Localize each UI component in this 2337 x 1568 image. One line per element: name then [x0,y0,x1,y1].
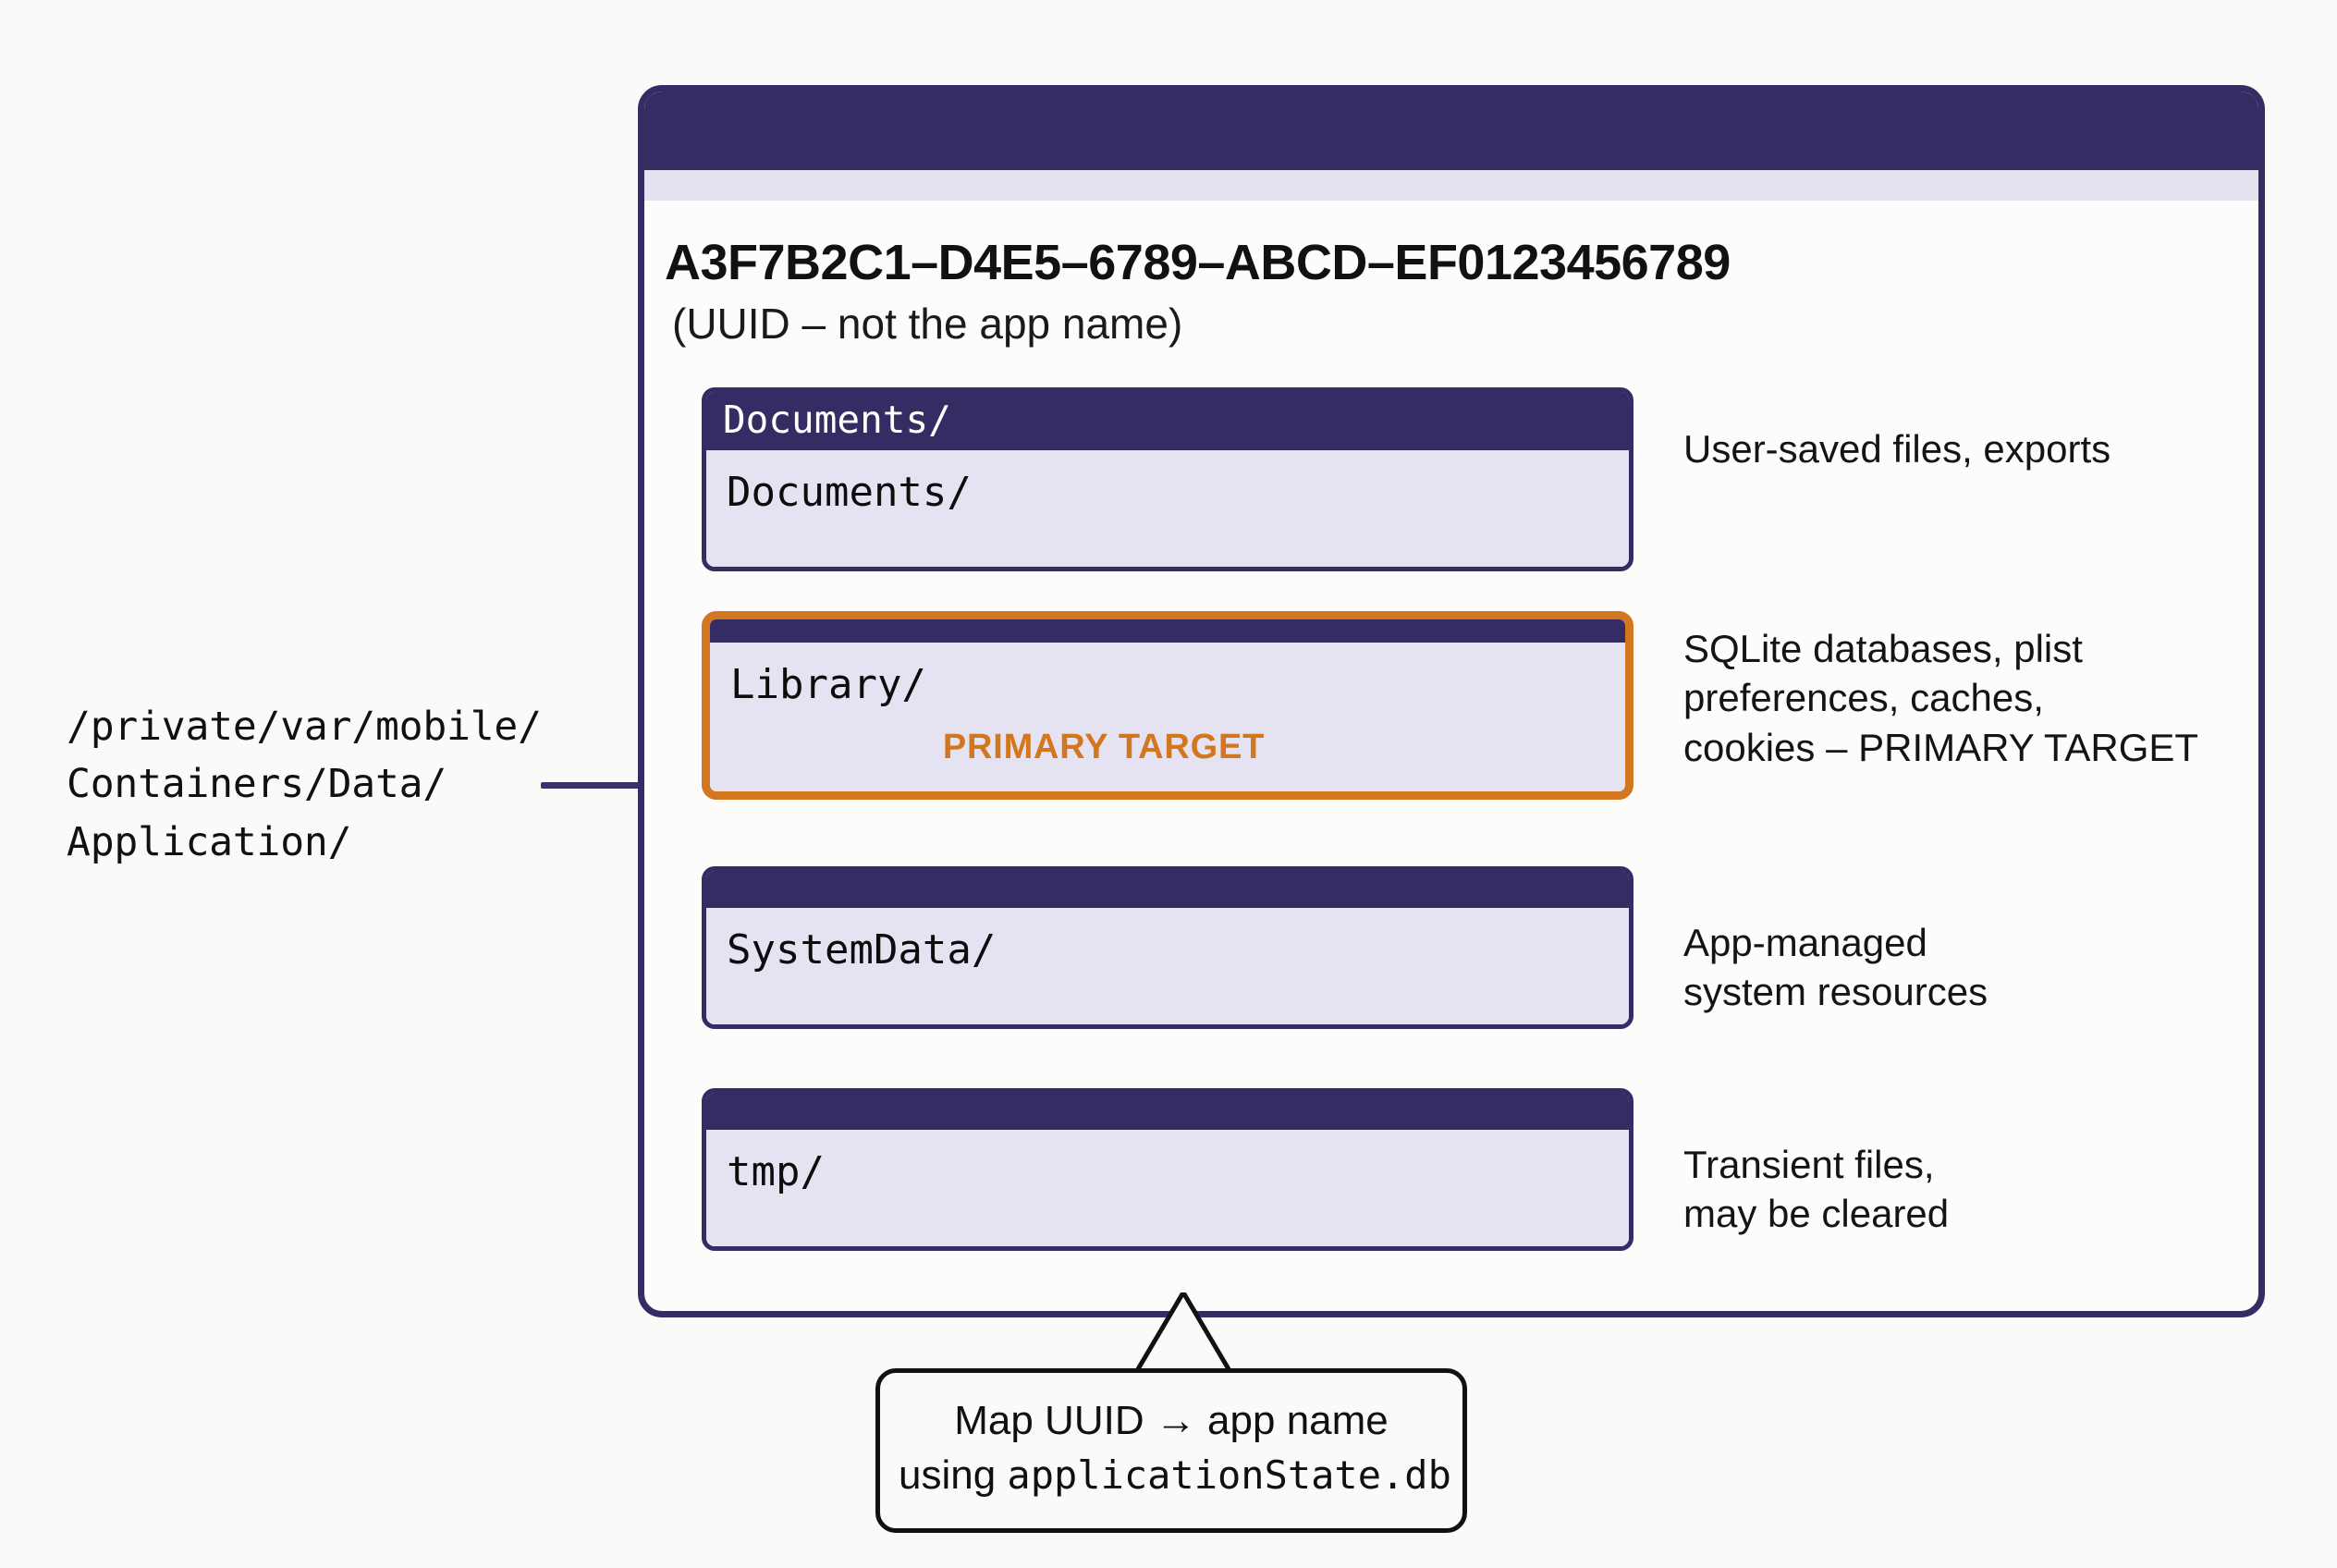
directory-name-label: SystemData/ [727,926,997,974]
callout-line-2-prefix: using [899,1452,1008,1498]
card-accent-strip [644,170,2258,201]
directory-description-library: SQLite databases, plist preferences, cac… [1683,627,2199,769]
directory-name-label: Documents/ [727,469,972,516]
directory-body: SystemData/ [706,908,1629,1024]
directory-description-systemdata: App-managed system resources [1683,921,1988,1014]
directory-row-library: Library/ PRIMARY TARGET SQLite databases… [702,611,2258,801]
container-path-label: /private/var/mobile/ Containers/Data/ Ap… [67,704,542,865]
directory-box-tmp[interactable]: tmp/ [702,1088,1633,1251]
directory-row-documents: Documents/ Documents/ User-saved files, … [702,387,2258,571]
directory-row-systemdata: SystemData/ App-managed system resources [702,866,2258,1029]
path-connector-line [541,782,642,789]
uuid-mapping-callout: Map UUID → app name using applicationSta… [875,1368,1467,1533]
callout-line-1: Map UUID → app name [954,1398,1389,1443]
directory-header-label [706,871,1629,908]
directory-box-systemdata[interactable]: SystemData/ [702,866,1633,1029]
app-container-card: A3F7B2C1–D4E5–6789–ABCD–EF0123456789 (UU… [638,85,2265,1317]
directory-name-label: tmp/ [727,1148,825,1195]
directory-row-tmp: tmp/ Transient files, may be cleared [702,1088,2258,1251]
card-titlebar [644,92,2258,170]
uuid-subtitle: (UUID – not the app name) [672,300,1183,348]
directory-header-label: Documents/ [706,392,1629,450]
card-heading-block: A3F7B2C1–D4E5–6789–ABCD–EF0123456789 (UU… [644,201,2258,349]
directory-header-label [710,619,1625,643]
directory-description-tmp: Transient files, may be cleared [1683,1143,1950,1236]
primary-target-badge: PRIMARY TARGET [942,728,1266,767]
directory-box-documents[interactable]: Documents/ Documents/ [702,387,1633,571]
directory-body: Documents/ [706,450,1629,567]
directory-header-label [706,1093,1629,1130]
callout-line-2: using applicationState.db [899,1452,1451,1501]
callout-database-filename: applicationState.db [1007,1452,1451,1498]
directory-name-label: Library/ [730,661,926,708]
directory-description-documents: User-saved files, exports [1683,427,2111,471]
uuid-title: A3F7B2C1–D4E5–6789–ABCD–EF0123456789 [665,235,1731,290]
directory-body: Library/ PRIMARY TARGET [710,643,1625,792]
callout-pointer-icon [1131,1292,1236,1378]
directory-box-library[interactable]: Library/ PRIMARY TARGET [702,611,1633,801]
directory-body: tmp/ [706,1130,1629,1246]
